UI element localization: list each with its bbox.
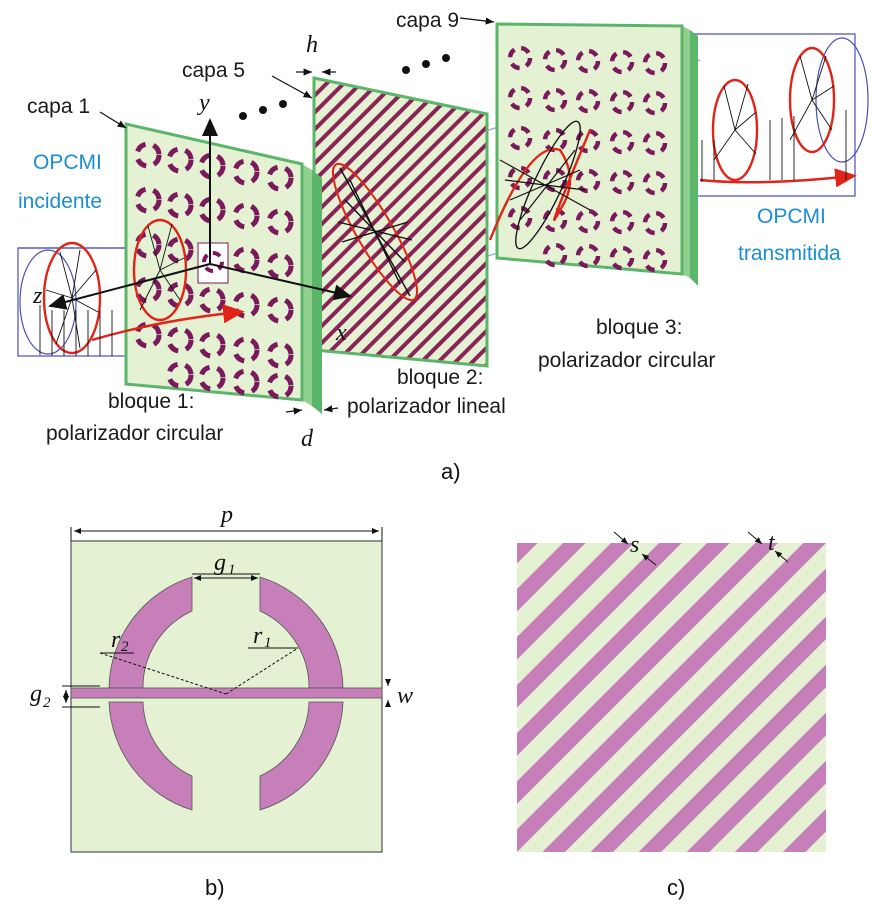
panel-b-dimensions [62,527,391,708]
panel-a: capa 1 capa 5 capa 9 h d y z x OPCMI inc… [17,9,869,484]
block-3-title: bloque 3: [596,316,682,339]
block-3-subtitle: polarizador circular [538,349,715,372]
panel-b-caption: b) [205,875,225,900]
transmitted-label-1: OPCMI [757,205,826,228]
linear-wave [332,162,418,302]
leader-arrows [99,17,495,415]
r2-label: r [111,627,121,653]
panel-c: s t c) [517,530,826,900]
block-1-title: bloque 1: [108,390,194,413]
capa-5-label: capa 5 [182,59,245,82]
g1-subscript: 1 [228,562,236,578]
g2-label: g [30,681,42,707]
transmitted-wave [699,46,857,188]
panel-c-caption: c) [667,875,685,900]
panel-a-caption: a) [441,459,461,484]
h-label: h [306,32,318,58]
block-2-subtitle: polarizador lineal [347,395,506,418]
s-label: s [630,532,639,558]
r1-label: r [253,623,263,649]
r2-subscript: 2 [121,639,129,655]
r1-subscript: 1 [264,635,272,651]
incident-label-2: incidente [18,190,102,213]
split-ring [70,576,383,811]
g2-subscript: 2 [43,695,51,711]
wave-block-3 [488,120,592,250]
block-2-title: bloque 2: [397,366,483,389]
center-strip [70,687,383,699]
striped-layer [517,543,826,852]
panel-c-dimensions [613,531,789,566]
t-label: t [768,530,776,556]
y-axis-label: y [197,90,210,116]
block-1 [124,122,322,414]
transmitted-label-2: transmitida [738,242,841,265]
w-label: w [397,683,413,709]
incident-label-1: OPCMI [33,151,102,174]
p-label: p [219,502,233,528]
block-1-rings [134,141,294,400]
g1-label: g [214,550,226,576]
d-label: d [301,426,314,452]
block-1-subtitle: polarizador circular [46,422,223,445]
ellipsis-dots [239,54,450,120]
panel-b: p g 1 r 2 r 1 g 2 w b) [30,502,413,900]
block-3 [495,22,698,286]
block-3-rings [507,45,668,273]
x-axis-label: x [335,320,347,346]
z-axis-label: z [32,283,43,309]
coordinate-axes [48,118,352,310]
transmitted-tube [679,33,869,197]
capa-1-label: capa 1 [27,95,90,118]
capa-9-label: capa 9 [396,9,459,32]
